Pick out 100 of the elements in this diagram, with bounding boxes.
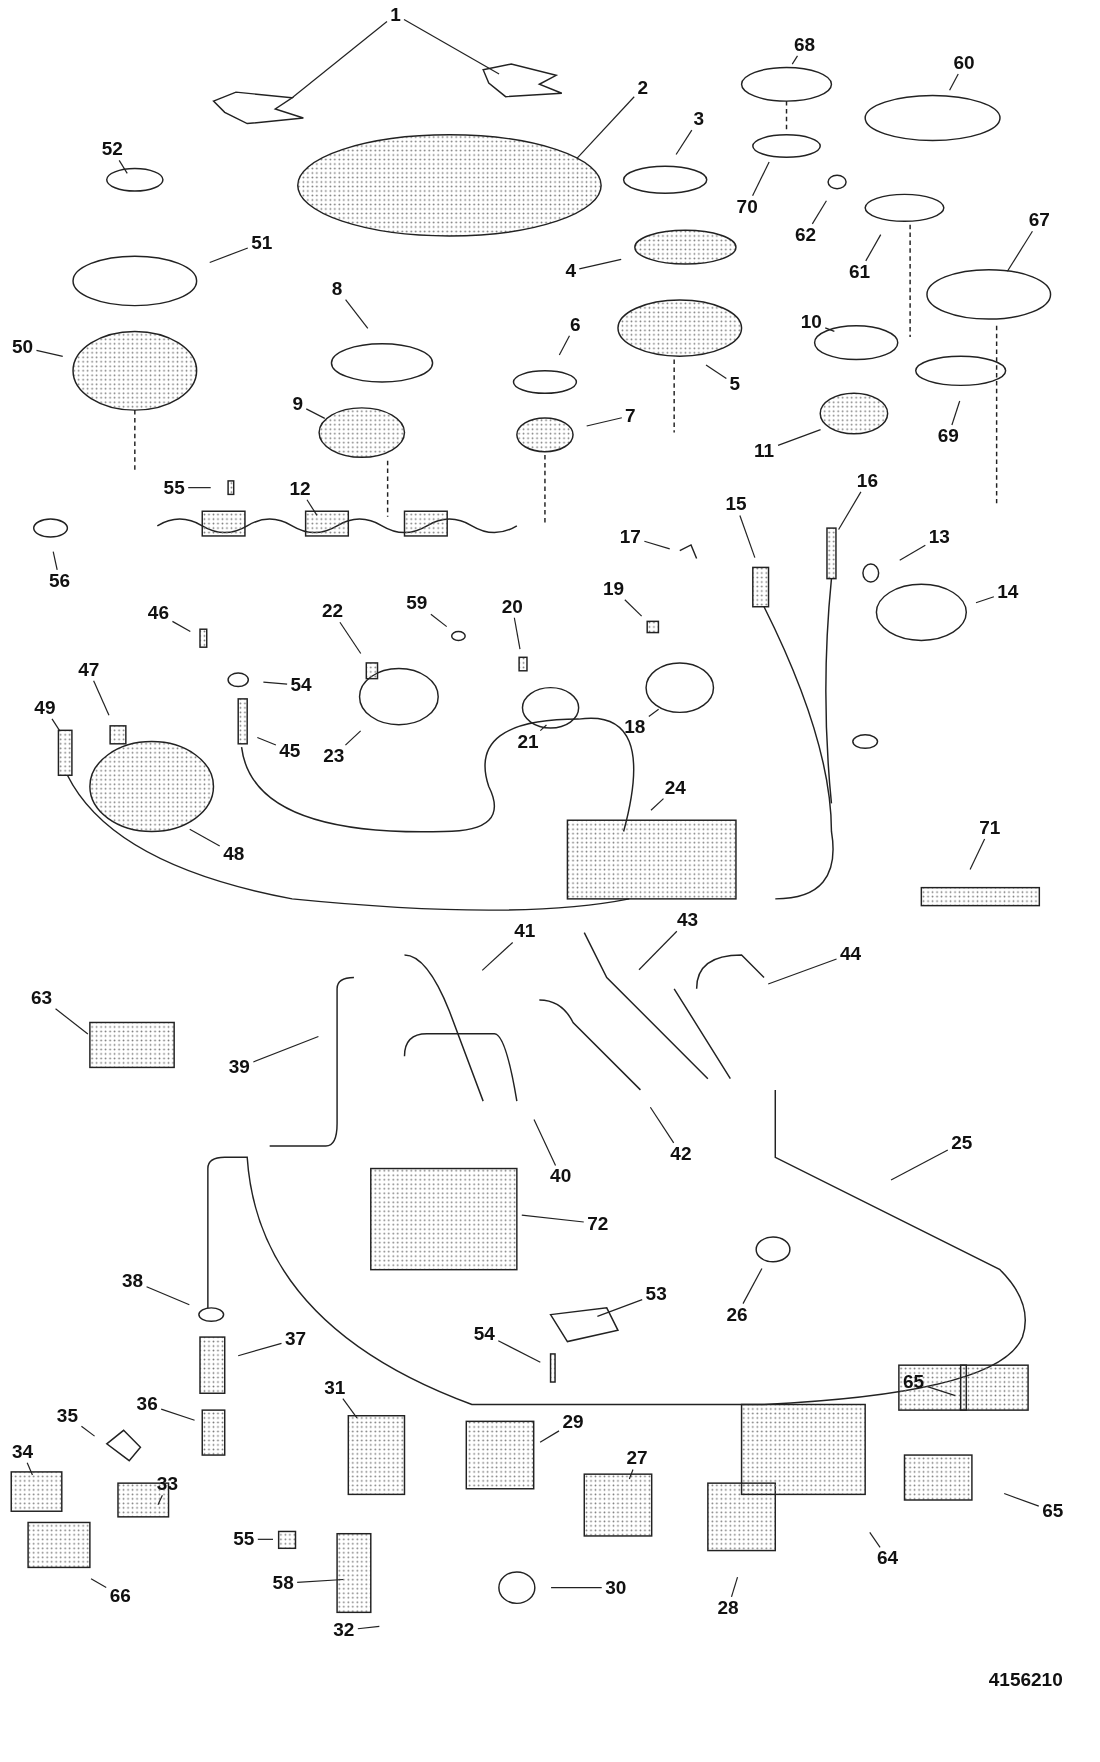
leader-line bbox=[949, 73, 959, 91]
callout-number: 31 bbox=[324, 1377, 346, 1398]
callout-number: 14 bbox=[997, 582, 1019, 603]
leader-line bbox=[975, 596, 995, 604]
leader-line bbox=[752, 161, 770, 197]
leader-line bbox=[550, 1587, 603, 1589]
callout-number: 29 bbox=[562, 1412, 584, 1433]
callout-number: 34 bbox=[11, 1441, 34, 1462]
callout-number: 17 bbox=[619, 527, 641, 548]
callout-number: 9 bbox=[292, 394, 304, 415]
leader-line bbox=[675, 129, 693, 156]
leader-line bbox=[90, 1578, 107, 1589]
leader-line bbox=[252, 1035, 320, 1063]
leader-line bbox=[35, 349, 64, 358]
callout-number: 25 bbox=[951, 1132, 973, 1153]
callout-number: 65 bbox=[902, 1372, 925, 1392]
leader-line bbox=[160, 1408, 196, 1421]
callout-number: 36 bbox=[136, 1394, 158, 1415]
callout-number: 30 bbox=[605, 1577, 627, 1598]
callout-number: 28 bbox=[717, 1597, 739, 1618]
leader-line bbox=[497, 1340, 541, 1363]
leader-line bbox=[624, 599, 643, 617]
callout-number: 13 bbox=[928, 527, 950, 548]
callout-number: 44 bbox=[840, 943, 862, 964]
callout-number: 33 bbox=[156, 1474, 178, 1495]
callout-number: 12 bbox=[289, 478, 311, 499]
callout-number: 37 bbox=[284, 1329, 307, 1350]
callout-number: 8 bbox=[331, 278, 343, 299]
callout-number: 22 bbox=[322, 601, 344, 622]
leader-line bbox=[628, 1468, 634, 1480]
callout-number: 62 bbox=[795, 224, 817, 245]
leader-line bbox=[344, 299, 369, 329]
callout-number: 59 bbox=[406, 593, 428, 614]
callout-number: 51 bbox=[251, 232, 273, 253]
leader-line bbox=[1006, 230, 1034, 272]
callout-number: 40 bbox=[550, 1166, 572, 1187]
callout-number: 54 bbox=[473, 1323, 495, 1344]
callout-number: 68 bbox=[793, 34, 816, 55]
callout-number: 65 bbox=[1042, 1501, 1064, 1522]
leader-line bbox=[189, 828, 221, 847]
callout-number: 6 bbox=[570, 314, 581, 335]
leader-line bbox=[811, 200, 827, 225]
callout-number: 11 bbox=[754, 440, 775, 461]
leader-line bbox=[403, 18, 500, 75]
leader-line bbox=[52, 550, 58, 571]
leader-line bbox=[521, 1214, 585, 1223]
callout-number: 38 bbox=[122, 1270, 144, 1291]
leader-line bbox=[209, 247, 249, 264]
leader-line bbox=[643, 540, 671, 550]
leader-line bbox=[26, 1462, 34, 1476]
leader-line bbox=[357, 1625, 380, 1630]
leader-line bbox=[257, 1538, 274, 1540]
leader-line bbox=[93, 680, 110, 716]
callout-number: 63 bbox=[31, 987, 53, 1008]
callout-number: 50 bbox=[11, 337, 34, 358]
leader-line bbox=[342, 1398, 358, 1419]
leader-line bbox=[262, 681, 288, 685]
leader-line bbox=[899, 544, 926, 561]
callout-number: 71 bbox=[979, 818, 1001, 839]
callout-number: 58 bbox=[272, 1573, 294, 1594]
leader-line bbox=[865, 234, 882, 262]
callout-number: 15 bbox=[725, 494, 747, 515]
callout-number: 52 bbox=[101, 139, 123, 160]
leader-line bbox=[926, 1386, 956, 1397]
leader-line bbox=[344, 730, 362, 746]
callout-number: 42 bbox=[670, 1143, 692, 1164]
callout-number: 41 bbox=[514, 921, 536, 942]
leader-line bbox=[80, 1425, 96, 1437]
callout-number: 21 bbox=[517, 731, 539, 752]
callout-number: 48 bbox=[223, 843, 245, 864]
leader-line bbox=[533, 1118, 557, 1166]
leader-line bbox=[596, 1299, 643, 1318]
leader-line bbox=[237, 1342, 283, 1357]
callout-number: 32 bbox=[333, 1620, 355, 1641]
leader-line bbox=[513, 617, 521, 650]
leader-line bbox=[118, 159, 128, 174]
callout-number: 56 bbox=[49, 570, 71, 591]
leader-line bbox=[777, 429, 822, 446]
callout-number: 45 bbox=[279, 740, 301, 761]
leader-line bbox=[586, 417, 623, 427]
callout-number: 46 bbox=[147, 603, 169, 624]
callout-number: 47 bbox=[78, 659, 100, 680]
callout-number: 23 bbox=[323, 746, 345, 767]
callout-number: 4 bbox=[565, 260, 577, 281]
leader-line bbox=[539, 1430, 560, 1443]
leader-line bbox=[539, 724, 548, 732]
callout-number: 16 bbox=[856, 470, 878, 491]
callout-number: 20 bbox=[501, 596, 523, 617]
callout-number: 7 bbox=[625, 405, 636, 426]
leader-line bbox=[739, 514, 756, 559]
callout-number: 72 bbox=[587, 1213, 609, 1234]
leader-line bbox=[638, 930, 678, 971]
leader-line bbox=[742, 1267, 763, 1305]
callout-number: 1 bbox=[390, 4, 401, 25]
leader-line bbox=[838, 491, 862, 531]
callout-number: 69 bbox=[937, 425, 959, 446]
leader-line bbox=[306, 499, 318, 516]
callout-number: 64 bbox=[877, 1548, 899, 1569]
callout-number: 3 bbox=[693, 109, 705, 130]
callout-number: 61 bbox=[849, 261, 871, 282]
